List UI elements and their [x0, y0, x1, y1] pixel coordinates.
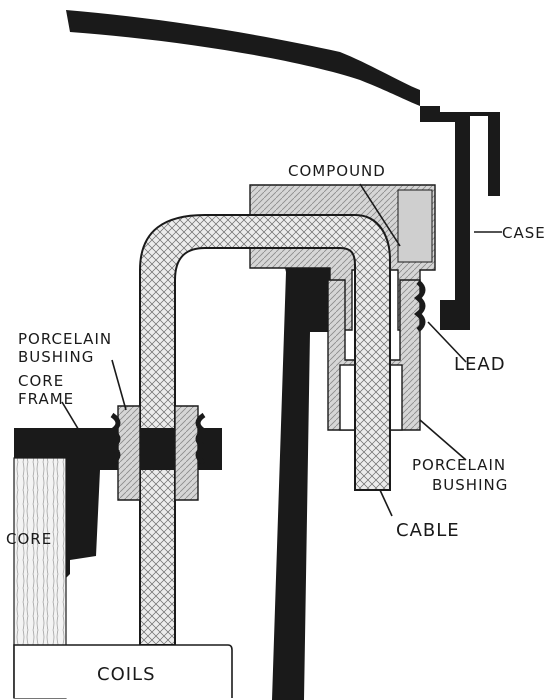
label-porcelain-left-1: PORCELAIN: [18, 330, 112, 348]
label-porcelain-right-2: BUSHING: [432, 476, 508, 494]
coils-box: [13, 644, 233, 698]
right-bushing-ribs-left: [308, 280, 320, 332]
case-wall: [440, 120, 470, 330]
label-core: CORE: [6, 530, 52, 548]
cable: [139, 214, 391, 646]
compound-fill: [397, 189, 433, 263]
label-core-frame-1: CORE: [18, 372, 64, 390]
label-porcelain-left-2: BUSHING: [18, 348, 94, 366]
label-case: CASE: [502, 224, 546, 242]
left-porcelain-bushing: [117, 405, 199, 501]
right-bushing-ribs-right: [414, 280, 426, 332]
case-cover: [66, 10, 420, 106]
seal-dark: [272, 268, 330, 700]
label-coils: COILS: [97, 664, 156, 685]
leader-cable: [379, 489, 393, 517]
left-bushing-ribs: [107, 412, 209, 466]
label-core-frame-2: FRAME: [18, 390, 74, 408]
leader-lead: [427, 321, 467, 363]
case-skirt: [488, 112, 500, 196]
label-lead: LEAD: [454, 354, 506, 375]
label-porcelain-right-1: PORCELAIN: [412, 456, 506, 474]
case-lip: [420, 106, 490, 122]
label-compound: COMPOUND: [288, 162, 386, 180]
leader-porcelain-right: [419, 419, 467, 461]
label-cable: CABLE: [396, 520, 460, 541]
leader-core-frame: [61, 401, 81, 433]
leader-compound: [359, 183, 401, 247]
leader-porcelain-left: [111, 359, 127, 411]
